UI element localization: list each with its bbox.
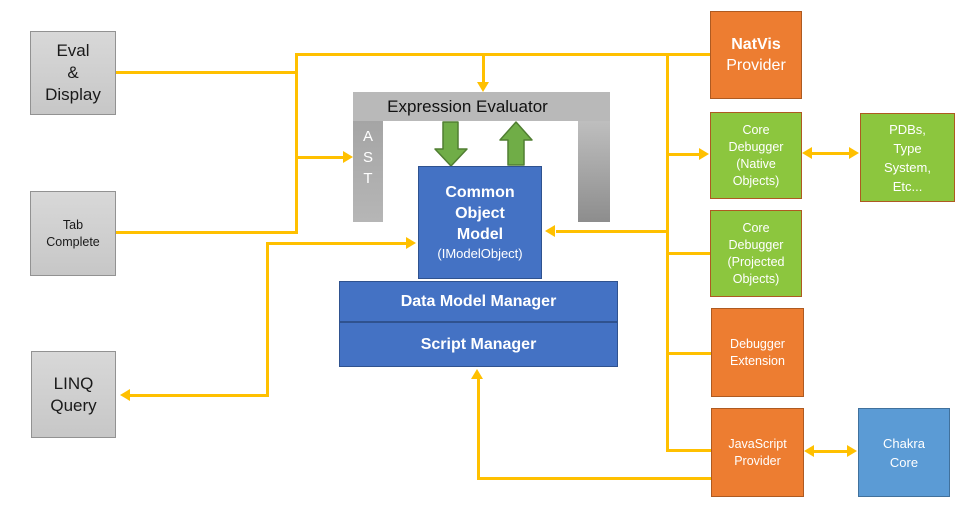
eval-display-label: Eval & Display <box>45 41 101 104</box>
debugger-extension-box: Debugger Extension <box>711 308 804 397</box>
linq-query-label: LINQ Query <box>50 373 97 415</box>
debugger-extension-label: Debugger Extension <box>730 336 785 368</box>
connector-eval-to-junction <box>116 71 297 74</box>
ast-label: A S T <box>362 127 373 187</box>
eval-display-box: Eval & Display <box>30 31 116 115</box>
arrowhead-into-linq <box>120 389 130 401</box>
natvis-provider-box: NatVis Provider <box>710 11 802 99</box>
natvis-provider-title: NatVis <box>731 36 781 53</box>
tab-complete-box: Tab Complete <box>30 191 116 276</box>
core-debugger-projected-box: Core Debugger (Projected Objects) <box>710 210 802 297</box>
script-manager-label: Script Manager <box>420 335 537 353</box>
connector-scriptmanager-vertical <box>477 378 480 480</box>
arrowhead-into-com-right <box>545 225 555 237</box>
chakra-core-box: Chakra Core <box>858 408 950 497</box>
tab-complete-label: Tab Complete <box>46 217 100 249</box>
javascript-provider-box: JavaScript Provider <box>711 408 804 497</box>
connector-top-horizontal-to-natvis <box>295 53 710 56</box>
arrowhead-into-chakra <box>847 445 857 457</box>
data-model-manager-label: Data Model Manager <box>400 292 557 310</box>
connector-jsprovider-to-scriptmanager <box>477 477 712 480</box>
chakra-core-label: Chakra Core <box>883 435 925 470</box>
data-model-manager-box: Data Model Manager <box>339 281 618 322</box>
arrowhead-into-core-native <box>699 148 709 160</box>
green-up-arrow <box>499 121 533 166</box>
connector-into-core-native <box>666 153 700 156</box>
common-object-model-title: Common Object Model <box>445 184 515 243</box>
connector-native-pdbs <box>810 152 850 155</box>
arrowhead-into-script-manager <box>471 369 483 379</box>
core-debugger-projected-label: Core Debugger (Projected Objects) <box>727 220 785 286</box>
pdbs-type-system-box: PDBs, Type System, Etc... <box>860 113 955 202</box>
arrowhead-into-ast <box>343 151 353 163</box>
connector-linq-vertical <box>266 242 269 396</box>
connector-tabcomplete-to-junction <box>116 231 297 234</box>
javascript-provider-label: JavaScript Provider <box>728 436 787 468</box>
green-arrows <box>434 121 533 167</box>
connector-into-linq <box>130 394 269 397</box>
arrowhead-into-core-native-right <box>802 147 812 159</box>
connector-into-ast <box>297 156 343 159</box>
connector-into-com-right <box>556 230 669 233</box>
arrowhead-into-jsprovider <box>804 445 814 457</box>
connector-into-com-left <box>266 242 407 245</box>
core-debugger-native-box: Core Debugger (Native Objects) <box>710 112 802 199</box>
arrowhead-into-com-left <box>406 237 416 249</box>
core-debugger-native-label: Core Debugger (Native Objects) <box>728 122 784 188</box>
linq-query-box: LINQ Query <box>31 351 116 438</box>
common-object-model-subtitle: (IModelObject) <box>437 246 523 261</box>
connector-jsprovider-chakra <box>812 450 848 453</box>
connector-into-expression-evaluator <box>482 56 485 83</box>
right-pillar <box>578 120 610 222</box>
green-down-arrow <box>434 121 468 167</box>
connector-left-vertical <box>295 53 298 234</box>
expression-evaluator-bar: Expression Evaluator <box>353 92 610 121</box>
arrowhead-into-expression-evaluator <box>477 82 489 92</box>
natvis-provider-subtitle: Provider <box>726 57 786 74</box>
pdbs-type-system-label: PDBs, Type System, Etc... <box>884 121 931 194</box>
common-object-model-box: Common Object Model (IModelObject) <box>418 166 542 279</box>
script-manager-box: Script Manager <box>339 322 618 367</box>
expression-evaluator-label: Expression Evaluator <box>387 96 548 116</box>
connector-to-core-projected <box>666 252 712 255</box>
arrowhead-into-pdbs <box>849 147 859 159</box>
connector-to-debugger-extension <box>666 352 712 355</box>
connector-to-javascript-provider <box>666 449 712 452</box>
